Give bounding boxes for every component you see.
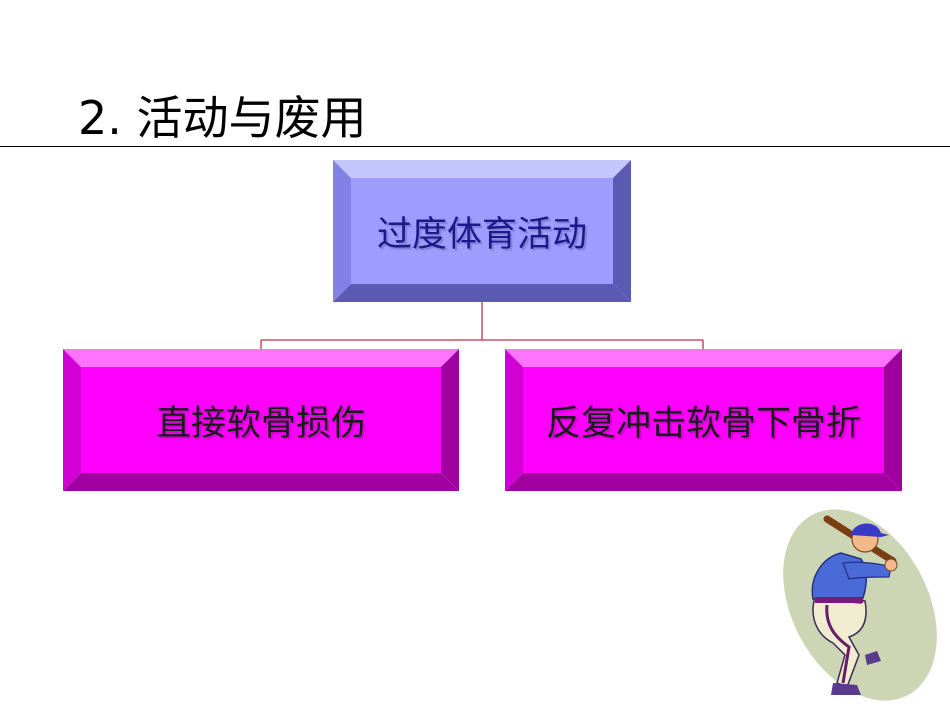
- node-child-right: 反复冲击软骨下骨折: [505, 349, 902, 491]
- batter-belt: [815, 597, 863, 603]
- node-root-label: 过度体育活动: [376, 214, 587, 255]
- bevel-left: [333, 160, 351, 302]
- batter-shoe: [831, 683, 861, 695]
- bevel-top: [63, 349, 459, 367]
- bevel-bottom: [63, 473, 459, 491]
- bevel-right: [613, 160, 631, 302]
- slide-title: 2. 活动与废用: [78, 91, 367, 145]
- batter-shoe-back: [865, 651, 881, 665]
- node-face: [523, 367, 884, 473]
- bevel-bottom: [505, 473, 902, 491]
- bevel-right: [441, 349, 459, 491]
- batter-cap: [851, 523, 889, 537]
- bevel-top: [505, 349, 902, 367]
- node-root: 过度体育活动: [333, 160, 631, 302]
- batter-hands: [884, 558, 898, 572]
- node-face: [81, 367, 441, 473]
- bevel-left: [63, 349, 81, 491]
- bevel-left: [505, 349, 523, 491]
- bevel-right: [884, 349, 902, 491]
- title-divider: [0, 146, 950, 147]
- batter-arms: [842, 561, 892, 580]
- node-child-left: 直接软骨损伤: [63, 349, 459, 491]
- node-face: [351, 178, 613, 284]
- bevel-bottom: [333, 284, 631, 302]
- pants-stripe: [825, 604, 851, 684]
- baseball-batter-icon: [783, 509, 937, 701]
- node-child-right-label: 反复冲击软骨下骨折: [545, 403, 861, 444]
- bevel-top: [333, 160, 631, 178]
- node-child-left-label: 直接软骨损伤: [155, 403, 366, 444]
